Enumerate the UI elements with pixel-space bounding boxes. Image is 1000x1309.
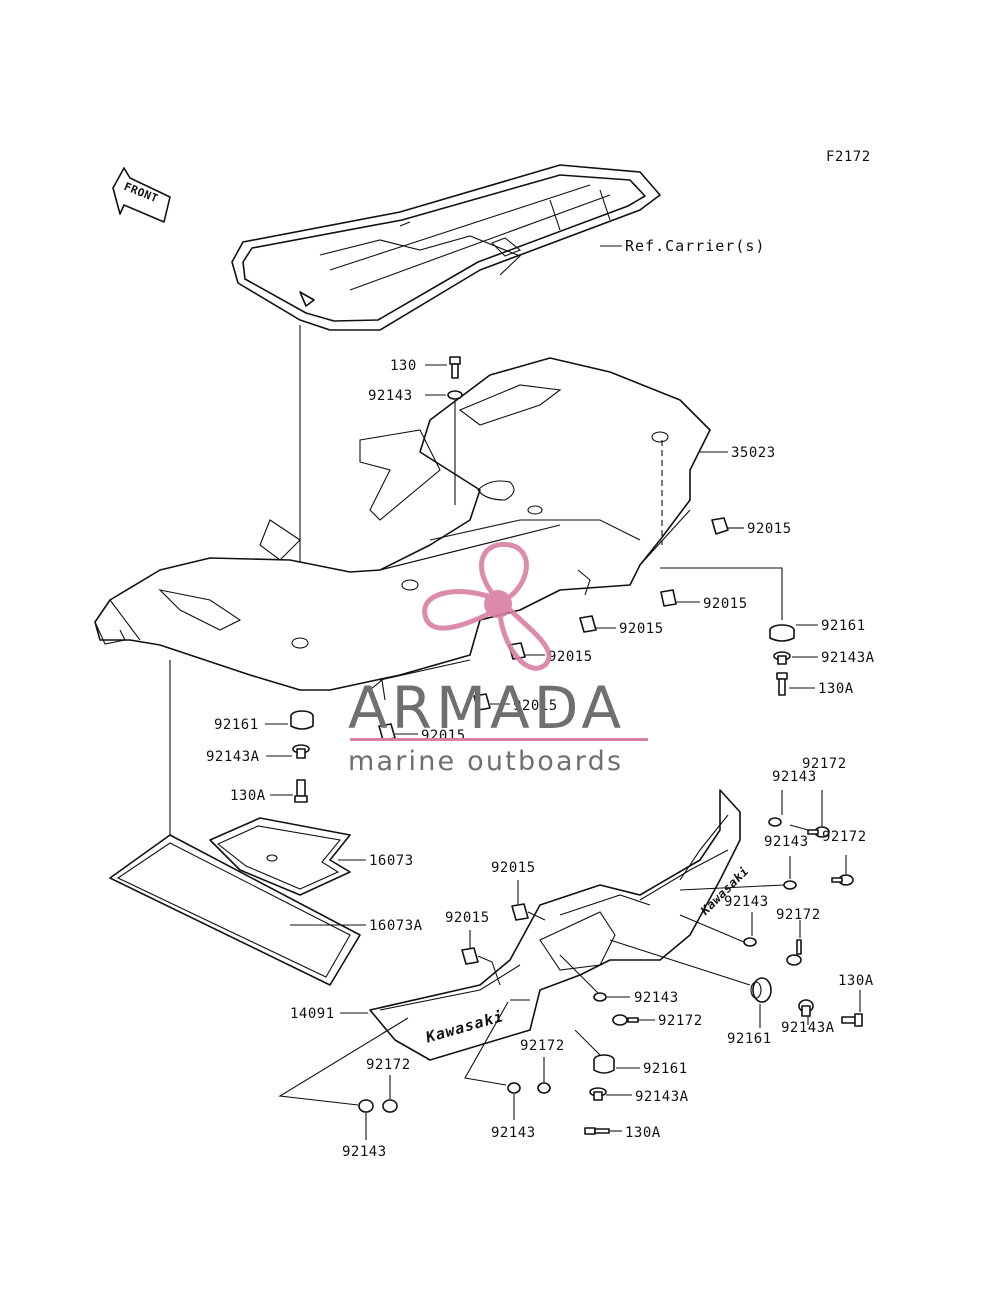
collar-92143a-low-icon: [589, 1087, 607, 1101]
label-92143a-low: 92143A: [635, 1089, 689, 1105]
watermark-title: ARMADA: [348, 674, 625, 742]
washer-92143-r2-icon: [783, 880, 797, 890]
bolt-130-icon: [449, 356, 461, 379]
label-92161-mid: 92161: [727, 1031, 772, 1047]
label-92143-c2: 92143: [491, 1125, 536, 1141]
grommet-92161-low-icon: [593, 1054, 615, 1074]
washer-92143-c1-icon: [593, 992, 607, 1002]
label-92172-r3: 92172: [776, 907, 821, 923]
label-92015-g: 92015: [491, 860, 536, 876]
watermark: ARMADA marine outboards: [348, 541, 648, 777]
grommet-92161-left-icon: [290, 710, 314, 730]
label-92143a-mid: 92143A: [781, 1020, 835, 1036]
label-35023: 35023: [731, 445, 776, 461]
label-92172-c2: 92172: [520, 1038, 565, 1054]
label-92143-c1: 92143: [634, 990, 679, 1006]
label-92172-r2: 92172: [822, 829, 867, 845]
propeller-logo-icon: [422, 541, 552, 671]
part-labels: 130 92143 35023 92015 92015 92015 92015 …: [206, 358, 875, 1160]
label-92161-low: 92161: [643, 1061, 688, 1077]
label-92015-d: 92015: [548, 649, 593, 665]
screw-92172-c2-icon: [537, 1082, 551, 1094]
label-92172-l: 92172: [366, 1057, 411, 1073]
grommet-92161-right-icon: [769, 624, 795, 642]
label-92143a-right: 92143A: [821, 650, 875, 666]
clip-nut-92015-b-icon: [461, 947, 479, 965]
screw-92172-l-icon: [382, 1099, 398, 1113]
collar-92143a-right-icon: [773, 651, 791, 665]
carrier-rack: [231, 164, 661, 331]
label-92172-r1: 92172: [802, 756, 847, 772]
label-92143-r1: 92143: [772, 769, 817, 785]
label-92143-top: 92143: [368, 388, 413, 404]
label-92161-left: 92161: [214, 717, 259, 733]
label-130a-right: 130A: [818, 681, 854, 697]
mud-flap-16073a: [109, 834, 361, 986]
screw-92172-r3-icon: [786, 939, 802, 966]
screw-92172-r2-icon: [831, 874, 854, 886]
label-130a-left: 130A: [230, 788, 266, 804]
label-92015-b: 92015: [703, 596, 748, 612]
bolt-130a-mid-icon: [841, 1013, 863, 1027]
grommet-92161-mid-icon: [750, 977, 772, 1003]
washer-92143-icon: [447, 390, 463, 400]
label-130a-low: 130A: [625, 1125, 661, 1141]
label-14091: 14091: [290, 1006, 335, 1022]
bolt-130a-left-icon: [294, 779, 308, 803]
collar-92143a-mid-icon: [798, 999, 814, 1017]
label-92172-c1: 92172: [658, 1013, 703, 1029]
watermark-subtitle: marine outboards: [348, 746, 623, 777]
reference-label: Ref.Carrier(s): [625, 237, 765, 255]
mud-flap-16073: [209, 817, 351, 896]
figure-code: F2172: [826, 149, 871, 165]
front-arrow-icon: FRONT: [112, 167, 171, 223]
washer-92143-r1-icon: [768, 817, 782, 827]
label-16073a: 16073A: [369, 918, 423, 934]
label-92015-e: 92015: [513, 698, 558, 714]
collar-92143a-left-icon: [292, 744, 310, 759]
side-cover-14091: [369, 789, 741, 1061]
label-92143-l: 92143: [342, 1144, 387, 1160]
washer-92143-c2-icon: [507, 1082, 521, 1094]
washer-92143-r3-icon: [743, 937, 757, 947]
label-92143-r2: 92143: [764, 834, 809, 850]
label-130a-mid: 130A: [838, 973, 874, 989]
clip-nut-92015-a-icon: [511, 903, 529, 921]
bolt-130a-right-icon: [776, 672, 788, 696]
label-92015-c: 92015: [619, 621, 664, 637]
bolt-130a-low-icon: [584, 1127, 610, 1135]
label-130: 130: [390, 358, 417, 374]
label-92143-r3: 92143: [724, 894, 769, 910]
screw-92172-c1-icon: [612, 1014, 639, 1026]
label-92143a-left: 92143A: [206, 749, 260, 765]
label-92015-a: 92015: [747, 521, 792, 537]
fender-right-leader: [660, 567, 783, 620]
screw-92172-r1-icon: [807, 826, 830, 838]
watermark-underline: [350, 738, 648, 741]
washer-92143-l-icon: [358, 1099, 374, 1113]
clip-nut-icon: [378, 517, 729, 741]
rear-fender: [94, 357, 711, 701]
label-92161-right: 92161: [821, 618, 866, 634]
label-16073: 16073: [369, 853, 414, 869]
label-92015-h: 92015: [445, 910, 490, 926]
